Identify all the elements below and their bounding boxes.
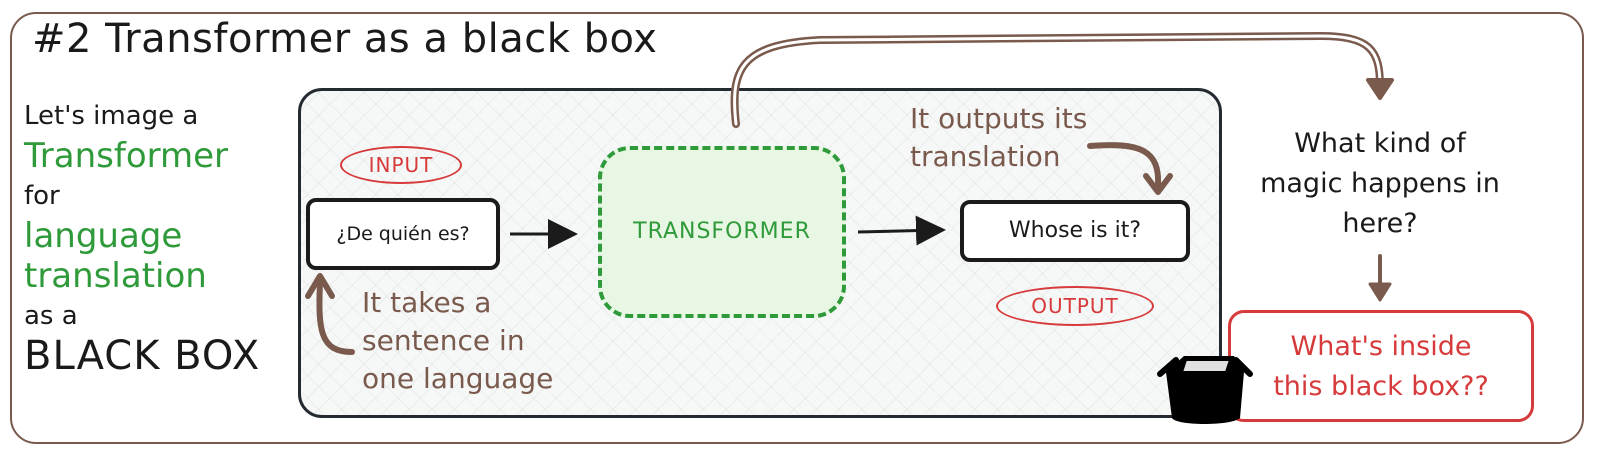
left-line-5: translation	[24, 256, 207, 296]
takes-note-line-2: sentence in	[362, 324, 525, 357]
inside-question-box: What's inside this black box??	[1228, 310, 1534, 422]
arrow-outputs-to-output	[1087, 142, 1173, 195]
outputs-note: It outputs its translation	[910, 100, 1087, 176]
left-line-1: Let's image a	[24, 101, 199, 131]
inside-line-1: What's inside	[1290, 331, 1472, 362]
left-line-4: language	[24, 216, 183, 256]
magic-line-1: What kind of	[1294, 128, 1466, 159]
left-line-7: BLACK BOX	[24, 333, 261, 379]
left-line-2: Transformer	[24, 136, 229, 176]
page-title: #2 Transformer as a black box	[32, 16, 658, 62]
output-label: OUTPUT	[996, 286, 1154, 326]
inside-line-2: this black box??	[1273, 371, 1489, 402]
takes-note-line-3: one language	[362, 362, 554, 395]
box-icon	[1157, 356, 1253, 424]
takes-note: It takes a sentence in one language	[362, 284, 553, 398]
magic-line-2: magic happens in	[1260, 168, 1500, 199]
outer-frame	[10, 12, 1584, 444]
arrow-magic-to-inside	[1368, 254, 1392, 302]
magic-line-3: here?	[1342, 208, 1418, 239]
arrow-box-to-magic	[730, 31, 1394, 128]
arrow-transformer-to-output	[857, 215, 946, 246]
input-label: INPUT	[340, 146, 462, 184]
output-sentence-box: Whose is it?	[960, 200, 1190, 262]
left-line-3: for	[24, 181, 60, 211]
takes-note-line-1: It takes a	[362, 286, 492, 319]
outputs-note-line-1: It outputs its	[910, 102, 1088, 135]
input-sentence-box: ¿De quién es?	[306, 198, 500, 270]
left-description: Let's image a Transformer for language t…	[24, 96, 294, 376]
magic-question: What kind of magic happens in here?	[1230, 124, 1530, 244]
left-line-6: as a	[24, 301, 78, 331]
outputs-note-line-2: translation	[910, 140, 1061, 173]
transformer-box: TRANSFORMER	[598, 146, 846, 318]
arrow-takes-to-input	[305, 273, 355, 355]
